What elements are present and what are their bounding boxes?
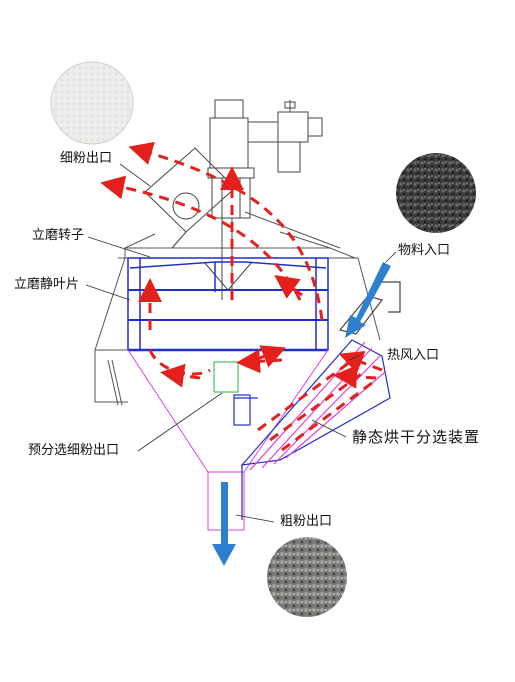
mill-static-blades-frame — [127, 257, 329, 352]
material-flow-arrows — [212, 262, 391, 566]
hot-air-inlet-label: 热风入口 — [387, 348, 440, 363]
leader-lines — [85, 163, 397, 523]
mill-static-blades-label: 立磨静叶片 — [14, 277, 80, 292]
static-drying-separator-label: 静态烘干分选装置 — [352, 428, 481, 446]
material-inlet-label: 物料入口 — [398, 243, 451, 258]
mill-rotor-label: 立磨转子 — [32, 228, 85, 243]
fine-powder-sample-photo — [50, 61, 134, 145]
fine-powder-outlet-label: 细粉出口 — [60, 151, 113, 166]
coarse-powder-outlet-label: 粗粉出口 — [280, 514, 333, 529]
main-shaft — [203, 218, 253, 300]
airflow-arrows — [100, 141, 383, 452]
coarse-powder-sample-photo — [267, 537, 347, 617]
pre-separation-fine-outlet-label: 预分选细粉出口 — [28, 443, 120, 458]
drive-motor-assembly — [207, 99, 323, 219]
static-drying-separator-body — [233, 281, 401, 520]
raw-material-sample-photo — [396, 153, 476, 233]
